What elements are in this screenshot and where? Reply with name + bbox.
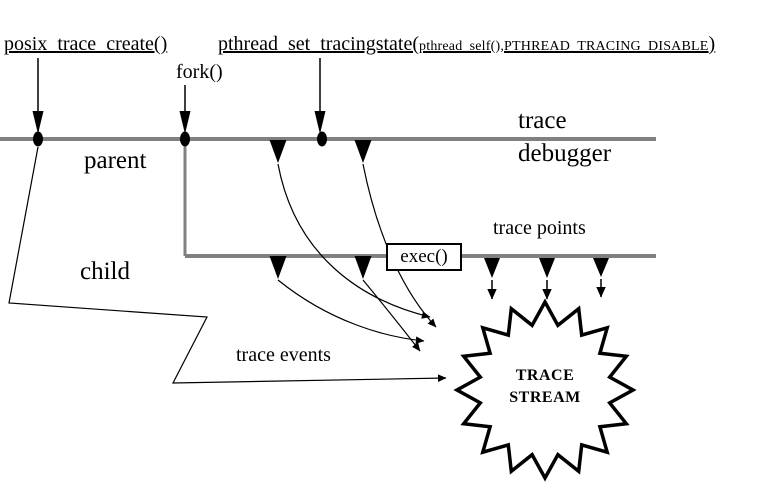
trace-stream-line2: STREAM	[509, 389, 581, 406]
trace-event-curve	[362, 279, 421, 352]
parent-trace-point-icon	[269, 140, 287, 163]
pthread-call-args: pthread_self(),PTHREAD_TRACING_DISABLE	[419, 39, 709, 54]
trace-event-curve	[277, 163, 431, 319]
posix-trace-create-arrowhead-icon	[32, 111, 44, 134]
child-trace-point-icon	[354, 256, 372, 279]
label-fork: fork()	[176, 61, 223, 83]
label-trace-events: trace events	[236, 344, 331, 366]
trace-point-icon	[539, 258, 555, 278]
pthread-arrowhead-icon	[314, 111, 326, 134]
pthread-event-dot	[317, 131, 327, 147]
label-trace-stream: TRACE STREAM	[457, 365, 633, 409]
trace-event-curve	[277, 279, 425, 344]
parent-trace-point-icon	[354, 140, 372, 163]
child-trace-point-icon	[269, 256, 287, 279]
pthread-call-name: pthread_set_tracingstate(	[218, 33, 420, 55]
trace-events-flow-line	[8, 146, 447, 384]
pthread-call-close-paren: )	[708, 33, 716, 55]
label-trace-points: trace points	[493, 217, 586, 239]
label-child: child	[80, 258, 130, 285]
trace-point-icon	[484, 258, 500, 278]
fork-event-dot	[180, 131, 190, 147]
trace-stream-line1: TRACE	[515, 367, 575, 384]
label-debugger: debugger	[518, 140, 612, 167]
label-trace: trace	[518, 107, 567, 134]
fork-arrowhead-icon	[179, 111, 191, 134]
trace-point-icon	[593, 258, 609, 277]
posix-trace-create-event-dot	[33, 131, 43, 147]
label-parent: parent	[84, 147, 147, 174]
exec-box: exec()	[386, 243, 462, 271]
label-pthread-set-tracingstate: pthread_set_tracingstate(pthread_self(),…	[218, 33, 715, 56]
label-posix-trace-create: posix_trace_create()	[4, 33, 168, 55]
trace-stream-star	[453, 298, 637, 482]
